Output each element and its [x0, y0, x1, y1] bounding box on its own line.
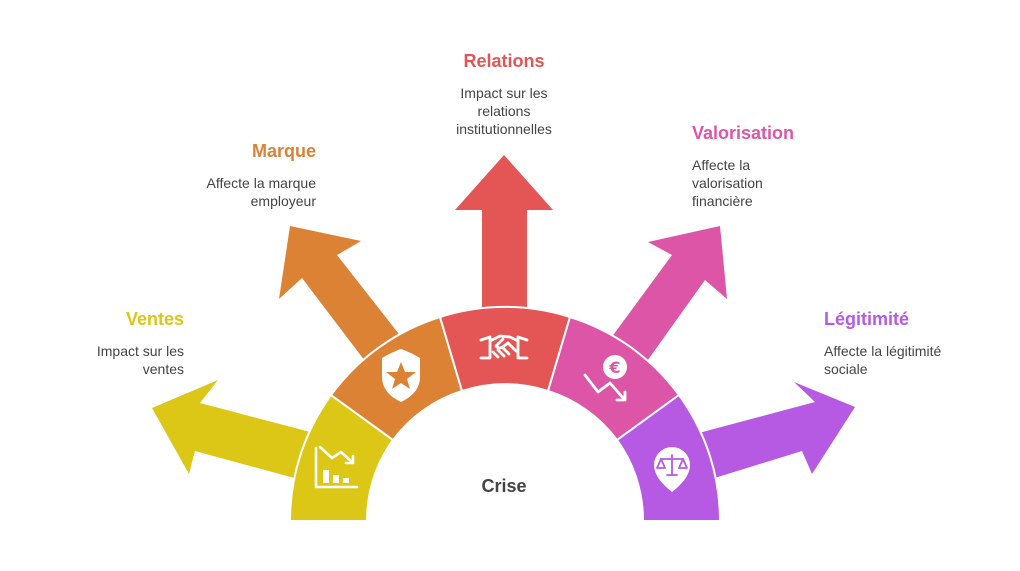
arrow-marque — [279, 226, 402, 365]
svg-text:€: € — [608, 358, 620, 377]
star-badge-icon — [382, 349, 420, 402]
chart-down-icon — [314, 445, 359, 489]
description-legitimite: Affecte la légitimité sociale — [824, 343, 942, 377]
description-marque: Affecte la marque employeur — [206, 175, 316, 209]
title-marque: Marque — [251, 141, 316, 161]
description-relations: Impact sur les relations institutionnell… — [456, 85, 552, 137]
title-valorisation: Valorisation — [692, 123, 795, 143]
description-valorisation: Affecte la valorisation financière — [692, 157, 763, 209]
handshake-icon — [479, 334, 529, 360]
arrow-relations — [455, 155, 553, 315]
arrow-ventes — [152, 380, 333, 485]
arrow-legitimite — [680, 382, 855, 485]
title-relations: Relations — [463, 51, 545, 71]
title-legitimite: Légitimité — [824, 309, 910, 329]
center-label: Crise — [481, 476, 527, 496]
title-ventes: Ventes — [125, 309, 184, 329]
euro-down-icon: € — [583, 355, 627, 402]
scale-pin-icon — [654, 447, 690, 492]
description-ventes: Impact sur les ventes — [96, 343, 184, 377]
arrow-valorisation — [611, 226, 727, 364]
